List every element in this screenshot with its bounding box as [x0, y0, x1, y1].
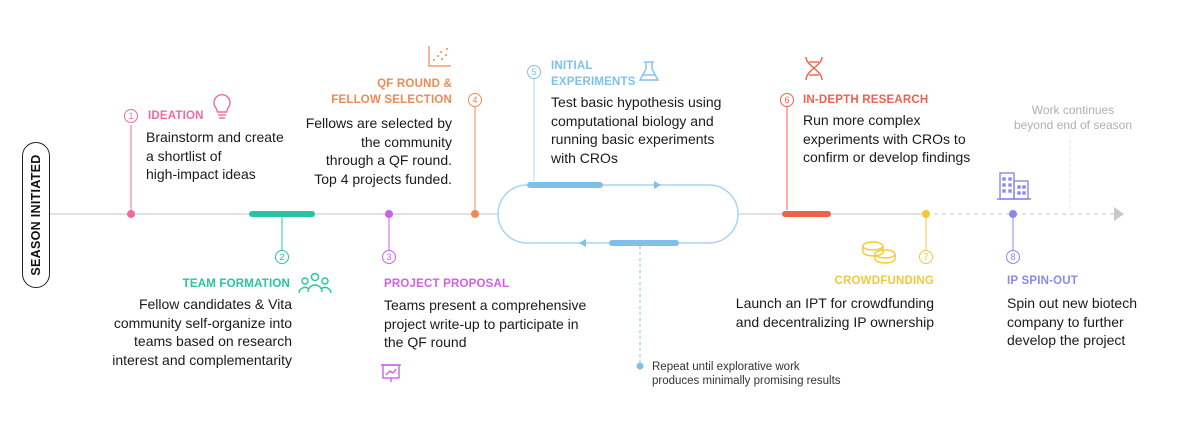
stage-number-3: 3 — [382, 250, 396, 264]
stage-number-4: 4 — [468, 93, 482, 107]
coins-icon — [862, 241, 896, 264]
timeline-arrowhead — [1114, 207, 1124, 221]
note-line: beyond end of season — [1013, 118, 1133, 132]
desc-line: Test basic hypothesis using — [551, 94, 722, 110]
desc-line: teams based on research — [134, 333, 292, 349]
stage-desc-project-proposal: Teams present a comprehensive project wr… — [384, 296, 586, 352]
proposal-marker — [385, 210, 393, 218]
desc-line: Spin out new biotech — [1007, 295, 1137, 311]
desc-line: confirm or develop findings — [803, 149, 971, 165]
ideation-marker — [127, 210, 135, 218]
desc-line: running basic experiments — [551, 131, 715, 147]
stage-title-crowdfunding: CROWDFUNDING — [834, 275, 934, 287]
stage-title-ideation: IDEATION — [148, 110, 204, 122]
desc-line: Teams present a comprehensive — [384, 297, 587, 313]
stage-number-6: 6 — [780, 93, 794, 107]
stage-title-initial-experiments: INITIAL EXPERIMENTS — [551, 58, 636, 90]
crowdfunding-marker — [922, 210, 930, 218]
stage-number-8: 8 — [1006, 250, 1020, 264]
desc-line: Fellows are selected by — [305, 115, 452, 131]
title-line: QF ROUND & — [377, 78, 452, 90]
title-line: EXPERIMENTS — [551, 76, 636, 88]
flask-icon — [638, 61, 660, 81]
title-line: INITIAL — [551, 60, 593, 72]
repeat-dot — [636, 362, 644, 370]
desc-line: company to further — [1007, 313, 1124, 330]
desc-line: and decentralizing IP ownership — [735, 313, 934, 330]
stage-desc-ideation: Brainstorm and create a shortlist of hig… — [146, 128, 284, 184]
note-line: produces minimally promising results — [652, 375, 841, 387]
stage-desc-qf-round: Fellows are selected by the community th… — [260, 114, 452, 188]
desc-line: through a QF round. — [325, 152, 452, 168]
desc-line: the QF round — [384, 334, 467, 350]
note-line: Work continues — [1031, 103, 1115, 117]
stage-desc-in-depth-research: Run more complex experiments with CROs t… — [803, 111, 970, 167]
dna-icon — [805, 56, 823, 81]
desc-line: Top 4 projects funded. — [314, 170, 452, 187]
desc-line: Run more complex — [803, 112, 921, 128]
desc-line: interest and complementarity — [112, 351, 292, 368]
stage-number-2: 2 — [275, 250, 289, 264]
desc-line: develop the project — [1007, 332, 1126, 348]
stage-title-team-formation: TEAM FORMATION — [182, 278, 290, 290]
stage-desc-team-formation: Fellow candidates & Vita community self-… — [60, 295, 292, 369]
stage-title-in-depth-research: IN-DEPTH RESEARCH — [803, 94, 929, 106]
loop-arrow-left — [579, 239, 586, 247]
desc-line: with CROs — [551, 149, 618, 166]
desc-line: Launch an IPT for crowdfunding — [735, 295, 934, 311]
season-initiated-pill: SEASON INITIATED — [22, 142, 50, 288]
people-icon — [298, 272, 332, 294]
desc-line: Brainstorm and create — [146, 129, 284, 145]
stage-number-5: 5 — [527, 65, 541, 79]
building-icon — [997, 172, 1031, 200]
desc-line: project write-up to participate in — [384, 315, 579, 332]
stage-desc-crowdfunding: Launch an IPT for crowdfunding and decen… — [690, 294, 934, 331]
title-line: FELLOW SELECTION — [331, 94, 452, 106]
desc-line: community self-organize into — [113, 314, 292, 331]
stage-title-qf-round: QF ROUND & FELLOW SELECTION — [300, 76, 452, 108]
experiment-loop — [497, 184, 739, 244]
desc-line: experiments with CROs to — [803, 130, 966, 147]
note-line: Repeat until explorative work — [652, 361, 800, 373]
stage-title-project-proposal: PROJECT PROPOSAL — [384, 278, 510, 290]
scatter-chart-icon — [428, 46, 451, 67]
stage-title-ip-spin-out: IP SPIN-OUT — [1007, 275, 1078, 287]
presentation-icon — [381, 364, 401, 382]
stage-number-1: 1 — [124, 109, 138, 123]
stage-desc-ip-spin-out: Spin out new biotech company to further … — [1007, 294, 1137, 350]
loop-arrow-right — [654, 181, 661, 189]
stage-desc-initial-experiments: Test basic hypothesis using computationa… — [551, 93, 721, 167]
qf-marker — [471, 210, 479, 218]
season-initiated-label: SEASON INITIATED — [29, 154, 43, 276]
desc-line: Fellow candidates & Vita — [138, 296, 292, 312]
repeat-note: Repeat until explorative work produces m… — [652, 360, 841, 388]
work-continues-note: Work continues beyond end of season — [1000, 103, 1146, 133]
lightbulb-icon — [213, 94, 231, 119]
ipspinout-marker — [1009, 210, 1017, 218]
desc-line: a shortlist of — [146, 147, 222, 164]
desc-line: computational biology and — [551, 112, 714, 129]
desc-line: high-impact ideas — [146, 166, 256, 182]
stage-number-7: 7 — [919, 250, 933, 264]
desc-line: the community — [360, 133, 452, 150]
